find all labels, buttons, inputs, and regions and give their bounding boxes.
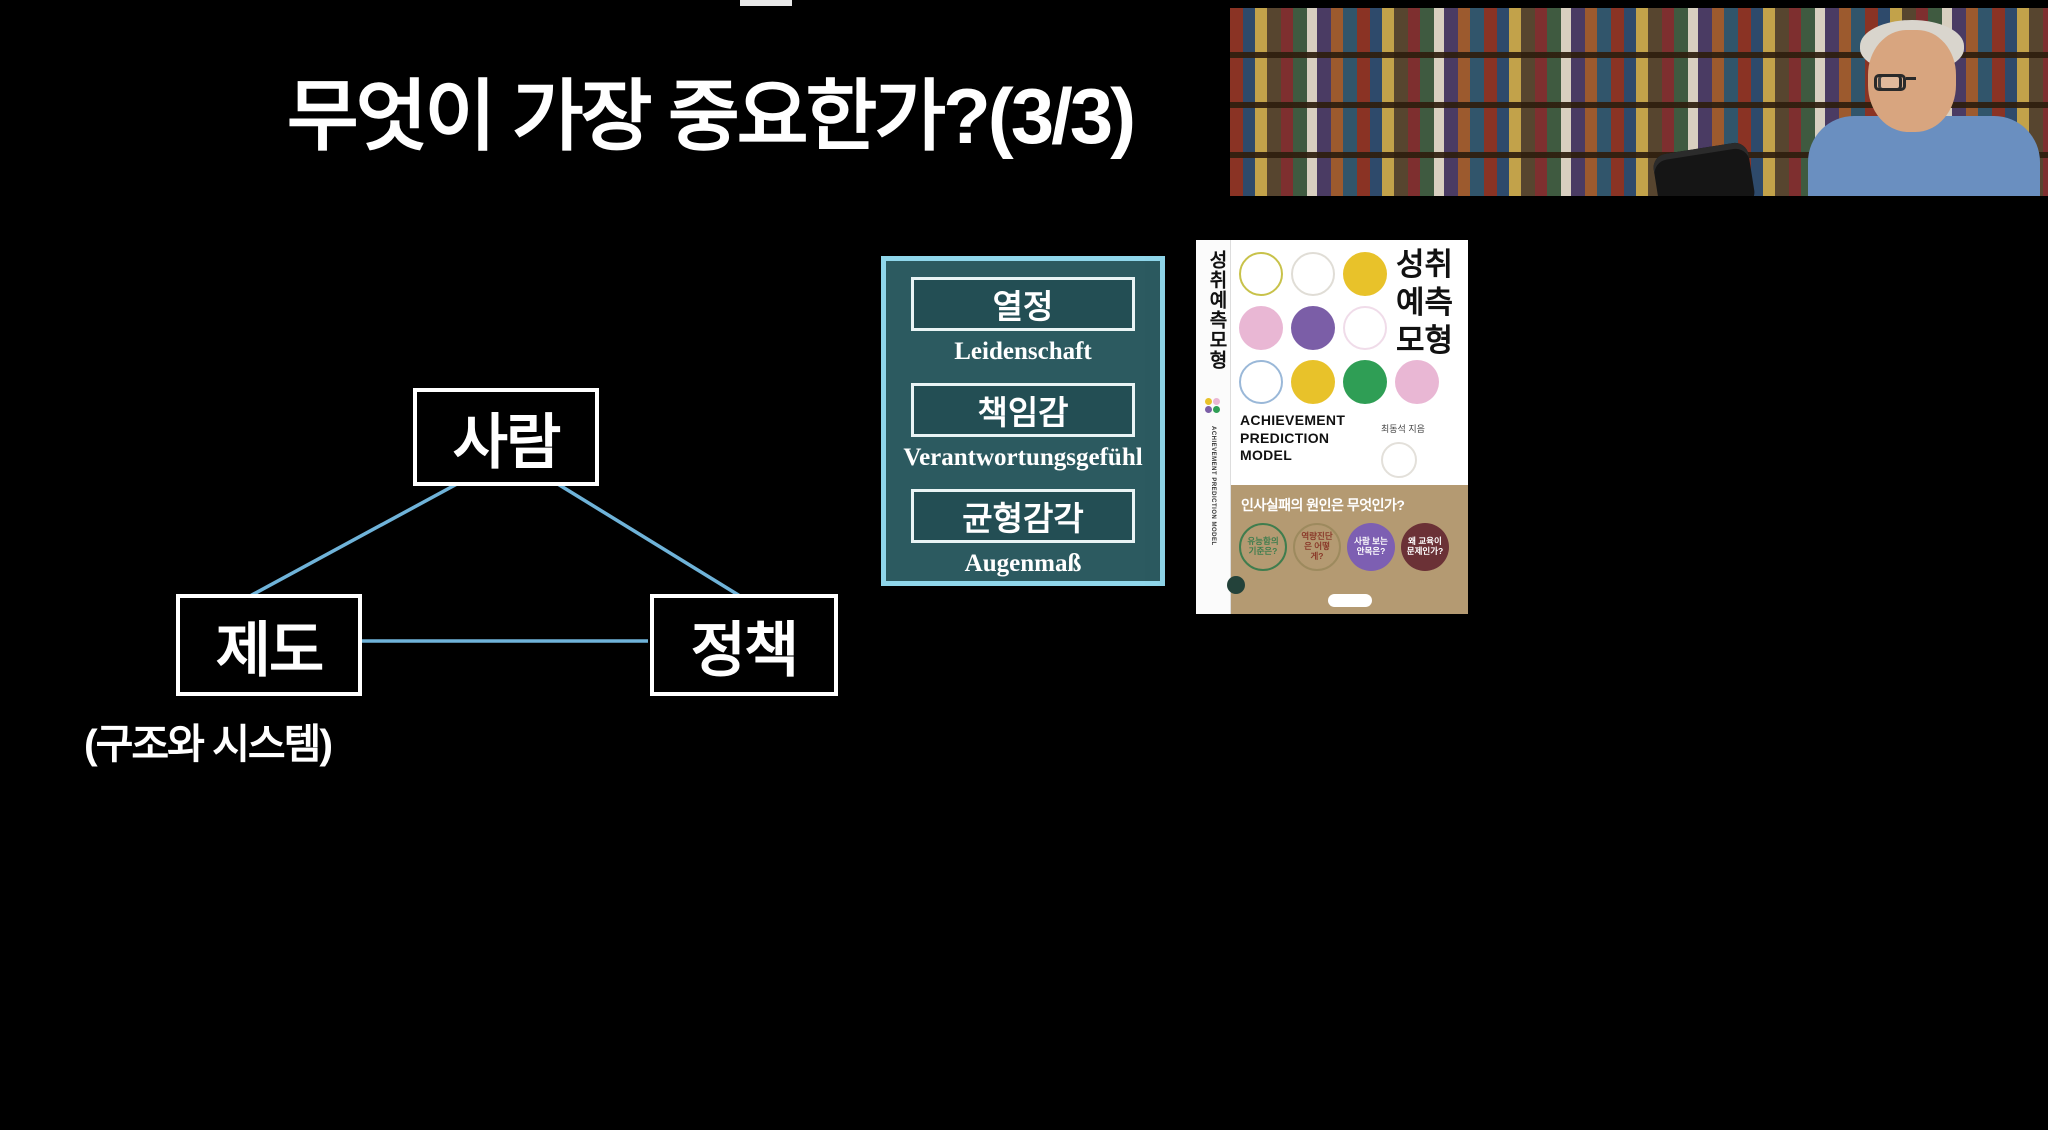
- book-subtitle: 인사실패의 원인은 무엇인가?: [1241, 497, 1405, 513]
- cover-circle: [1395, 360, 1439, 404]
- institution-caption: (구조와 시스템): [84, 721, 333, 767]
- book-spine-english-title: ACHIEVEMENT PREDICTION MODEL: [1210, 426, 1216, 546]
- cover-circle: [1291, 360, 1335, 404]
- topic-bubble: 왜 교육이 문제인가?: [1401, 523, 1449, 571]
- cover-circle: [1291, 252, 1335, 296]
- trait-box-responsibility: 책임감: [911, 383, 1135, 437]
- book-front: 성취 예측 모형 ACHIEVEMENT PREDICTION MODEL 최동…: [1227, 240, 1468, 614]
- spine-logo-dots: [1205, 398, 1221, 414]
- presenter-avatar: [1868, 30, 1956, 132]
- webcam-overlay: [1230, 8, 2048, 196]
- topic-bubble: 역량진단은 어떻게?: [1293, 523, 1341, 571]
- book-cover-bottom: 인사실패의 원인은 무엇인가? 유능함의 기준은? 역량진단은 어떻게? 사람 …: [1227, 485, 1468, 614]
- triangle-connectors: [249, 476, 741, 643]
- trait-german-responsibility: Verantwortungsgefühl: [903, 444, 1143, 471]
- book-spine-title: 성취예측모형: [1206, 250, 1227, 370]
- topic-bubble: 사람 보는 안목은?: [1347, 523, 1395, 571]
- cover-circle: [1239, 306, 1283, 350]
- triangle-node-people: 사람: [413, 388, 599, 486]
- topic-bubbles: 유능함의 기준은? 역량진단은 어떻게? 사람 보는 안목은? 왜 교육이 문제…: [1239, 523, 1449, 571]
- cover-circle: [1343, 306, 1387, 350]
- trait-german-balance: Augenmaß: [964, 550, 1082, 577]
- top-edge-artifact: [740, 0, 792, 6]
- triangle-node-institution: 제도: [176, 594, 362, 696]
- publisher-logo: [1327, 594, 1372, 607]
- cover-circle: [1239, 252, 1283, 296]
- trait-box-passion: 열정: [911, 277, 1135, 331]
- traits-panel: 열정 Leidenschaft 책임감 Verantwortungsgefühl…: [881, 256, 1165, 586]
- cover-circle: [1291, 306, 1335, 350]
- book-cover: 성취예측모형 ACHIEVEMENT PREDICTION MODEL 성취 예…: [1196, 240, 1468, 614]
- trait-box-balance: 균형감각: [911, 489, 1135, 543]
- book-english-title: ACHIEVEMENT PREDICTION MODEL: [1240, 412, 1346, 463]
- topic-bubble: 유능함의 기준은?: [1239, 523, 1287, 571]
- book-korean-title-line: 모형: [1396, 322, 1454, 358]
- publisher-mark: [1227, 576, 1245, 594]
- cover-circle: [1381, 442, 1417, 478]
- triangle-node-policy: 정책: [650, 594, 838, 696]
- book-cover-top: 성취 예측 모형 ACHIEVEMENT PREDICTION MODEL 최동…: [1231, 240, 1468, 485]
- book-korean-title-line: 성취: [1396, 247, 1454, 282]
- page-title: 무엇이 가장 중요한가?(3/3): [286, 72, 1136, 160]
- cover-circle: [1239, 360, 1283, 404]
- book-korean-title-line: 예측: [1396, 284, 1454, 320]
- book-korean-title: 성취 예측 모형: [1396, 246, 1462, 359]
- cover-circle: [1343, 360, 1387, 404]
- book-spine: 성취예측모형 ACHIEVEMENT PREDICTION MODEL: [1196, 240, 1231, 614]
- cover-circle: [1343, 252, 1387, 296]
- book-author: 최동석 지음: [1381, 424, 1425, 434]
- trait-german-passion: Leidenschaft: [954, 338, 1092, 365]
- glasses-icon: [1874, 74, 1948, 92]
